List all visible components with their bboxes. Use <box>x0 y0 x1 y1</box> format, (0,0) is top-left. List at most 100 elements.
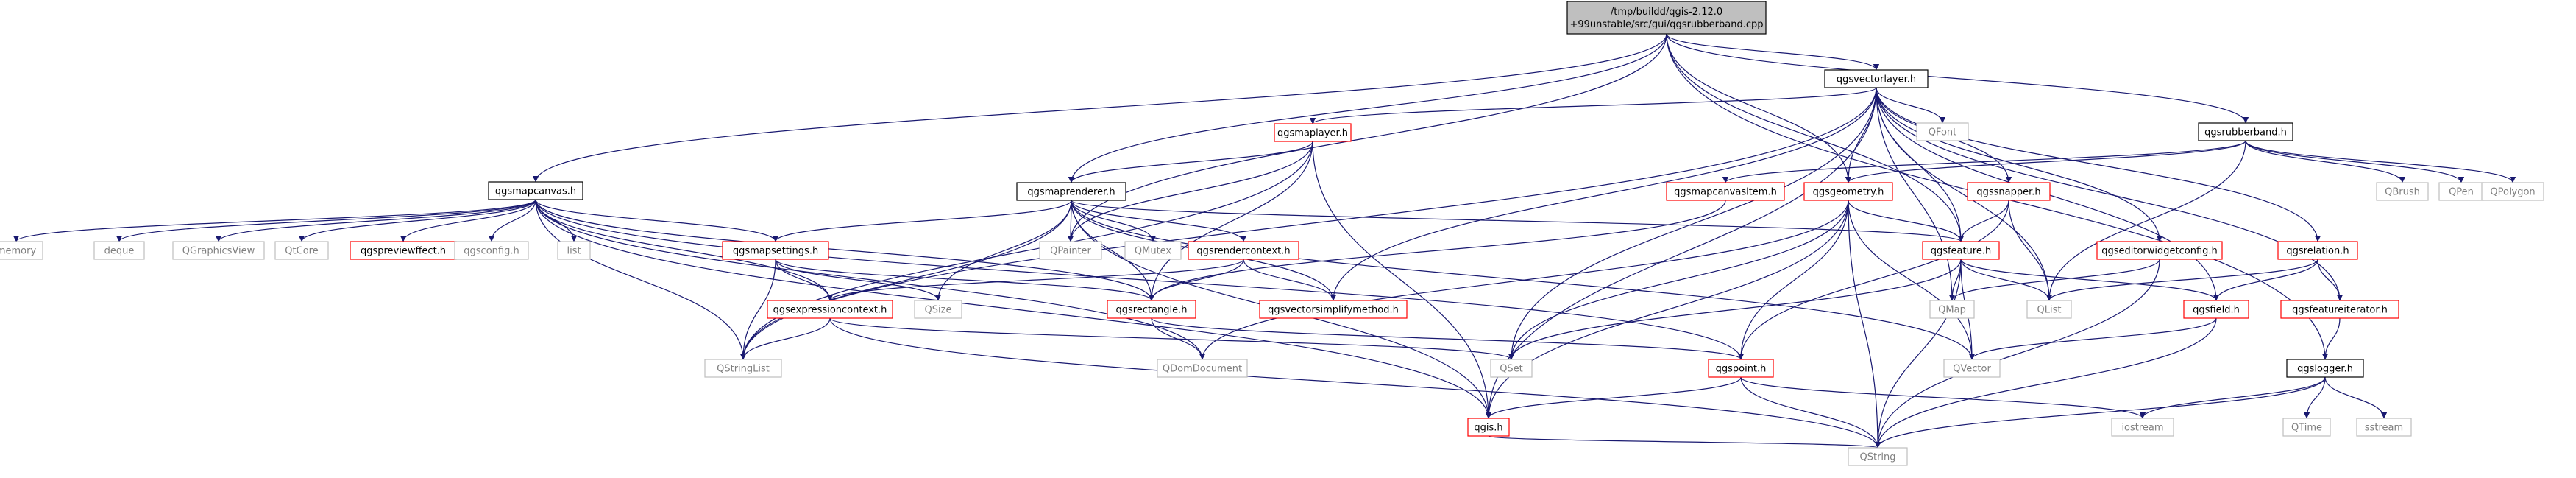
node-qsize-label: QSize <box>925 305 952 316</box>
node-list-box <box>557 241 591 260</box>
edges-layer <box>13 33 2516 449</box>
node-qgsfeature[interactable]: qgsfeature.h <box>1922 241 2000 260</box>
node-qgssnapper-box <box>1967 182 2051 201</box>
node-qgslogger[interactable]: qgslogger.h <box>2286 359 2364 378</box>
node-qgraphicsview-label: QGraphicsView <box>182 246 255 257</box>
edge-qgsvectorlayer-to-qmap <box>1876 87 1956 301</box>
node-qstring-label: QString <box>1859 452 1895 463</box>
node-qmutex: QMutex <box>1124 241 1182 260</box>
node-qgraphicsview-box <box>172 241 265 260</box>
edge-qgsmaplayer-to-qgsrectangle <box>1148 141 1313 301</box>
node-qgsmapsettings[interactable]: qgsmapsettings.h <box>722 241 829 260</box>
node-qgsfeatureiterator[interactable]: qgsfeatureiterator.h <box>2280 300 2399 319</box>
node-sstream: sstream <box>2356 418 2412 437</box>
node-qpolygon-label: QPolygon <box>2490 187 2535 198</box>
node-list: list <box>557 241 591 260</box>
node-qdomdocument-label: QDomDocument <box>1163 364 1242 375</box>
edge-qgspoint-to-qstring <box>1740 376 1881 449</box>
edge-qgsrubberband-to-qpen <box>2245 140 2465 183</box>
node-qgsrelation[interactable]: qgsrelation.h <box>2277 241 2358 260</box>
node-qdomdocument: QDomDocument <box>1157 359 1248 378</box>
node-qgsvectorlayer[interactable]: qgsvectorlayer.h <box>1824 69 1929 88</box>
node-root-label: +99unstable/src/gui/qgsrubberband.cpp <box>1569 19 1763 30</box>
node-qgsmaplayer[interactable]: qgsmaplayer.h <box>1274 123 1352 142</box>
node-root-label: /tmp/buildd/qgis-2.12.0 <box>1611 7 1722 18</box>
node-qgslogger-label: qgslogger.h <box>2297 364 2353 375</box>
node-qtime-box <box>2282 418 2331 437</box>
node-qgspreviewerffect-box <box>350 241 457 260</box>
edge-qgsfield-to-qvector <box>1968 317 2217 360</box>
node-qgseditorwidgetconfig[interactable]: qgseditorwidgetconfig.h <box>2096 241 2223 260</box>
node-qgsrectangle[interactable]: qgsrectangle.h <box>1107 300 1196 319</box>
node-qgsmapcanvas[interactable]: qgsmapcanvas.h <box>488 181 583 200</box>
node-qgsmaprenderer-label: qgsmaprenderer.h <box>1027 187 1115 198</box>
node-qgsexpressioncontext-label: qgsexpressioncontext.h <box>773 305 887 316</box>
node-qvector: QVector <box>1943 359 2001 378</box>
node-qgsmapcanvasitem-box <box>1666 182 1785 201</box>
edge-qgsvectorlayer-to-qgsrelation <box>1876 87 2321 242</box>
node-qset-box <box>1490 359 1533 378</box>
node-qgsmaprenderer-box <box>1016 182 1126 201</box>
node-deque-label: deque <box>104 246 135 257</box>
node-qgsmapcanvasitem-label: qgsmapcanvasitem.h <box>1674 187 1777 198</box>
node-qgis-box <box>1467 418 1510 437</box>
node-qgsgeometry[interactable]: qgsgeometry.h <box>1803 182 1893 201</box>
edge-qgsgeometry-to-qgspoint <box>1737 200 1849 360</box>
node-qgspoint[interactable]: qgspoint.h <box>1708 359 1774 378</box>
node-qgsfeatureiterator-box <box>2280 300 2399 319</box>
node-list-label: list <box>567 246 581 257</box>
node-qgsfield-box <box>2183 300 2249 319</box>
node-qlist-label: QList <box>2037 305 2062 316</box>
edge-root-to-qgsfeature <box>1666 33 1965 242</box>
node-qgsfeatureiterator-label: qgsfeatureiterator.h <box>2292 305 2388 316</box>
node-qgis[interactable]: qgis.h <box>1467 418 1510 437</box>
edge-qgsrelation-to-qlist <box>2045 259 2318 301</box>
node-qgsmapsettings-box <box>722 241 829 260</box>
edge-qgsmapcanvas-to-qgsconfig <box>488 199 536 242</box>
node-qstring: QString <box>1848 447 1908 466</box>
node-qfont-box <box>1916 122 1969 141</box>
node-qgspreviewerffect[interactable]: qgspreviewffect.h <box>350 241 457 260</box>
node-qtime-label: QTime <box>2291 423 2322 434</box>
node-qgsmaplayer-label: qgsmaplayer.h <box>1277 128 1348 139</box>
edge-qgsmapcanvas-to-qgsexpressioncontext <box>535 199 834 301</box>
node-qpolygon: QPolygon <box>2481 182 2544 201</box>
node-sstream-label: sstream <box>2365 423 2403 434</box>
node-qgsrendercontext[interactable]: qgsrendercontext.h <box>1188 241 1299 260</box>
node-qtcore-box <box>274 241 329 260</box>
node-qgsexpressioncontext[interactable]: qgsexpressioncontext.h <box>767 300 893 319</box>
edge-qgsmapcanvas-to-qgraphicsview <box>215 199 536 242</box>
edge-qgseditorwidgetconfig-to-qmap <box>1948 259 2160 301</box>
node-iostream-label: iostream <box>2121 423 2163 434</box>
node-qgraphicsview: QGraphicsView <box>172 241 265 260</box>
node-qgsexpressioncontext-box <box>767 300 893 319</box>
node-iostream: iostream <box>2111 418 2174 437</box>
edge-qgsrectangle-to-qgspoint <box>1151 317 1744 360</box>
node-qgsrubberband[interactable]: qgsrubberband.h <box>2198 122 2293 141</box>
node-qstringlist-label: QStringList <box>717 364 770 375</box>
edge-qgsgeometry-to-qstring <box>1848 200 1881 449</box>
edge-qgsexpressioncontext-to-qstring <box>829 317 1881 449</box>
edge-qgsgeometry-to-qdomdocument <box>1199 200 1849 360</box>
edge-qgsexpressioncontext-to-qset <box>829 317 1514 360</box>
node-qgssnapper[interactable]: qgssnapper.h <box>1967 182 2051 201</box>
node-qgsvectorlayer-label: qgsvectorlayer.h <box>1837 74 1916 85</box>
node-qgsfield[interactable]: qgsfield.h <box>2183 300 2249 319</box>
edge-qgsmaplayer-to-qgis <box>1312 141 1492 419</box>
node-root[interactable]: /tmp/buildd/qgis-2.12.0+99unstable/src/g… <box>1566 1 1767 35</box>
edge-qgsmaprenderer-to-qgsfeature <box>1071 200 1964 242</box>
node-memory: memory <box>0 241 43 260</box>
node-qgsrendercontext-label: qgsrendercontext.h <box>1196 246 1290 257</box>
node-qstringlist-box <box>704 359 782 378</box>
node-qgsvectorsimplifymethod-label: qgsvectorsimplifymethod.h <box>1268 305 1399 316</box>
node-qgsgeometry-label: qgsgeometry.h <box>1813 187 1884 198</box>
edge-root-to-qgsrubberband <box>1666 33 2249 124</box>
edge-qgsrubberband-to-qlist <box>2045 140 2246 301</box>
node-qgsmapcanvasitem[interactable]: qgsmapcanvasitem.h <box>1666 182 1785 201</box>
node-deque-box <box>93 241 145 260</box>
node-qgsmaprenderer[interactable]: qgsmaprenderer.h <box>1016 182 1126 201</box>
node-qgseditorwidgetconfig-box <box>2096 241 2223 260</box>
node-qgsvectorsimplifymethod[interactable]: qgsvectorsimplifymethod.h <box>1259 300 1408 319</box>
node-qgslogger-box <box>2286 359 2364 378</box>
edge-qgsrendercontext-to-qgsvectorsimplifymethod <box>1243 259 1337 301</box>
